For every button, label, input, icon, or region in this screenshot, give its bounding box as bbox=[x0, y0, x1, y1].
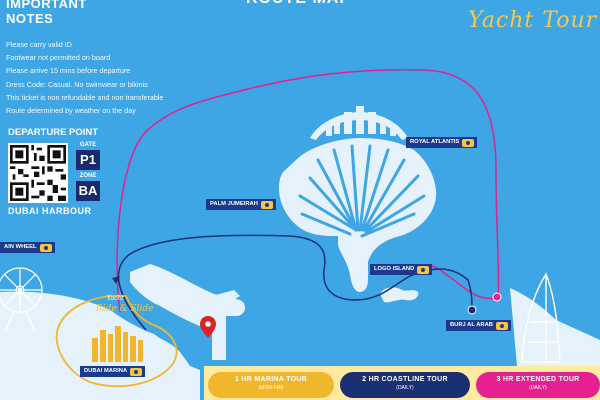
camera-icon bbox=[260, 200, 273, 209]
landmark-burj-al-arab[interactable]: BURJ AL ARAB bbox=[446, 320, 511, 331]
tour-schedule: (MON-FRI) bbox=[258, 385, 284, 391]
ain-wheel-illustration bbox=[0, 267, 43, 331]
camera-icon bbox=[39, 243, 52, 252]
tour-schedule: (DAILY) bbox=[396, 385, 414, 391]
departure-point-title: DEPARTURE POINT bbox=[8, 127, 99, 138]
logo-island bbox=[380, 287, 419, 303]
landmark-royal-atlantis[interactable]: ROYAL ATLANTIS bbox=[406, 137, 478, 148]
route-map-title: ROUTE MAP bbox=[246, 0, 351, 8]
note-item: Please arrive 15 mins before departure bbox=[6, 66, 131, 76]
route-arrow-icon bbox=[112, 276, 120, 284]
note-item: Route determined by weather on the day bbox=[6, 106, 136, 116]
marina-skyline bbox=[92, 326, 143, 362]
camera-icon bbox=[462, 138, 475, 147]
notes-title-line1: IMPORTANT bbox=[6, 0, 87, 11]
tour-1hr-marina-button[interactable]: 1 HR MARINA TOUR (MON-FRI) bbox=[208, 372, 334, 398]
landmark-label: BURJ AL ARAB bbox=[450, 322, 493, 328]
note-item: Footwear not permitted on board bbox=[6, 53, 111, 63]
landmark-ain-wheel[interactable]: AIN WHEEL bbox=[0, 242, 55, 253]
zone-value: BA bbox=[76, 181, 100, 201]
tour-schedule: (DAILY) bbox=[529, 385, 547, 391]
route-1hr-marina bbox=[55, 294, 178, 388]
route-3hr-extended bbox=[116, 68, 500, 313]
departure-location: DUBAI HARBOUR bbox=[8, 206, 92, 216]
note-item: This ticket is non refundable and non tr… bbox=[6, 92, 164, 102]
marina-logo-small-text: Yacht bbox=[107, 295, 124, 302]
qr-code-pattern bbox=[10, 145, 66, 201]
camera-icon bbox=[130, 367, 143, 376]
palm-jumeirah-island bbox=[278, 106, 437, 292]
landmark-palm-jumeirah[interactable]: PALM JUMEIRAH bbox=[206, 199, 276, 210]
burj-al-arab-illustration bbox=[521, 272, 561, 363]
zone-label: ZONE bbox=[79, 173, 97, 179]
camera-icon bbox=[417, 265, 430, 274]
qr-code[interactable] bbox=[8, 143, 68, 203]
landmark-dubai-marina[interactable]: DUBAI MARINA bbox=[80, 366, 146, 377]
landmark-label: PALM JUMEIRAH bbox=[210, 201, 258, 207]
important-notes-title: IMPORTANT NOTES bbox=[6, 0, 87, 26]
gate-value: P1 bbox=[76, 150, 100, 170]
tour-3hr-extended-button[interactable]: 3 HR EXTENDED TOUR (DAILY) bbox=[476, 372, 600, 398]
note-item: Dress Code: Casual. No swimwear or bikin… bbox=[6, 79, 148, 89]
brand-logo: Yacht Tour bbox=[468, 8, 598, 33]
marina-logo: Ride & Slide bbox=[96, 304, 154, 314]
landmark-logo-island[interactable]: LOGO ISLAND bbox=[370, 264, 433, 275]
tour-name: 2 HR COASTLINE TOUR bbox=[362, 376, 448, 383]
landmark-label: LOGO ISLAND bbox=[374, 266, 415, 272]
gate-label: GATE bbox=[79, 142, 97, 148]
route-2hr-coastline bbox=[117, 234, 473, 331]
tour-name: 3 HR EXTENDED TOUR bbox=[496, 376, 580, 383]
landmark-label: AIN WHEEL bbox=[4, 244, 37, 250]
landmark-label: DUBAI MARINA bbox=[84, 368, 128, 374]
departure-pin-icon bbox=[200, 316, 216, 338]
notes-list: Please carry valid ID Footwear not permi… bbox=[6, 38, 163, 117]
tour-2hr-coastline-button[interactable]: 2 HR COASTLINE TOUR (DAILY) bbox=[340, 372, 470, 398]
landmark-label: ROYAL ATLANTIS bbox=[410, 139, 460, 145]
camera-icon bbox=[495, 321, 508, 330]
route-2hr-marker bbox=[467, 305, 477, 315]
note-item: Please carry valid ID bbox=[6, 40, 72, 49]
route-3hr-marker bbox=[492, 292, 502, 302]
notes-title-line2: NOTES bbox=[6, 11, 54, 26]
tour-name: 1 HR MARINA TOUR bbox=[234, 376, 308, 383]
